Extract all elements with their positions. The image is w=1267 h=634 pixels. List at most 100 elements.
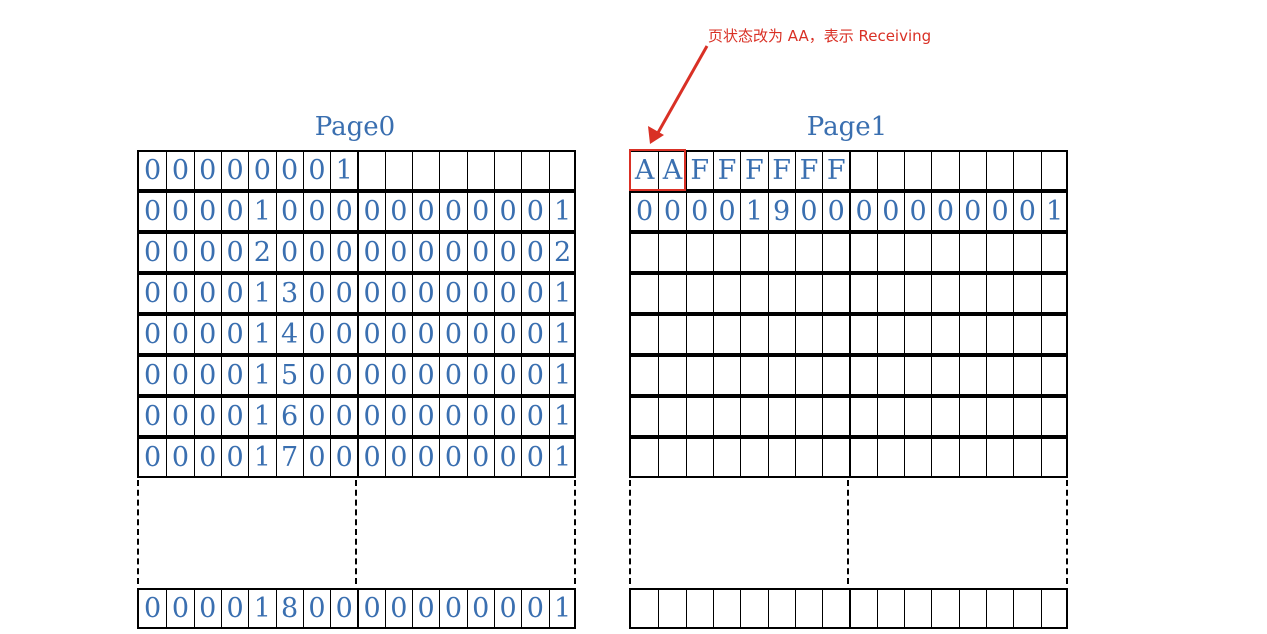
memory-cell: 0: [357, 398, 384, 435]
memory-cell: [904, 275, 931, 312]
memory-cell: 0: [412, 275, 439, 312]
memory-cell: [740, 275, 767, 312]
memory-cell: [958, 234, 986, 271]
memory-cell: [767, 275, 795, 312]
memory-cell: 1: [548, 590, 576, 627]
memory-cell: 0: [220, 590, 248, 627]
memory-cell: 1: [548, 275, 576, 312]
memory-cell: 0: [166, 439, 193, 476]
memory-cell: A: [658, 152, 685, 189]
memory-cell: 0: [384, 316, 412, 353]
memory-cell: [712, 398, 740, 435]
memory-cell: 1: [248, 590, 275, 627]
memory-cell: 0: [302, 316, 330, 353]
memory-cell: [384, 152, 412, 189]
memory-cell: [740, 398, 767, 435]
memory-cell: [658, 357, 685, 394]
memory-cell: [412, 152, 439, 189]
memory-cell: [521, 152, 548, 189]
memory-cell: 0: [384, 590, 412, 627]
memory-cell: [904, 590, 931, 627]
memory-cell: 1: [248, 357, 275, 394]
memory-cell: 0: [521, 590, 548, 627]
memory-cell: [794, 275, 822, 312]
memory-cell: F: [712, 152, 740, 189]
memory-cell: 0: [849, 193, 876, 230]
memory-cell: [1040, 439, 1068, 476]
memory-cell: 0: [357, 357, 384, 394]
memory-cell: 0: [384, 439, 412, 476]
memory-cell: 0: [144, 401, 162, 432]
memory-cell: [658, 234, 685, 271]
memory-cell: 0: [302, 590, 330, 627]
memory-cell: [548, 152, 576, 189]
memory-cell: [958, 316, 986, 353]
memory-cell: 0: [439, 357, 466, 394]
memory-cell: 1: [248, 439, 275, 476]
memory-cell: 0: [144, 278, 162, 309]
memory-cell: [1040, 152, 1068, 189]
memory-cell: [1040, 398, 1068, 435]
memory-cell: [712, 234, 740, 271]
memory-cell: 0: [330, 193, 357, 230]
memory-cell: [631, 316, 658, 353]
memory-cell: 0: [220, 193, 248, 230]
memory-cell: 0: [302, 193, 330, 230]
memory-cell: [767, 234, 795, 271]
memory-cell: 0: [439, 590, 466, 627]
memory-cell: [685, 275, 713, 312]
memory-cell: [740, 439, 767, 476]
memory-cell: 0: [330, 439, 357, 476]
memory-cell: [931, 439, 958, 476]
memory-cell: [822, 439, 849, 476]
memory-cell: A: [634, 155, 655, 186]
memory-cell: 1: [740, 193, 767, 230]
memory-cell: [1013, 357, 1040, 394]
memory-cell: [658, 316, 685, 353]
memory-cell: [685, 439, 713, 476]
memory-cell: [904, 152, 931, 189]
memory-cell: 0: [193, 152, 221, 189]
memory-cell: 0: [302, 357, 330, 394]
memory-cell: 1: [248, 398, 275, 435]
memory-cell: [904, 398, 931, 435]
memory-cell: 0: [985, 193, 1013, 230]
memory-cell: 0: [330, 590, 357, 627]
memory-cell: [439, 152, 466, 189]
memory-cell: 0: [466, 357, 494, 394]
gap-dashed-line: [629, 480, 631, 584]
memory-cell: F: [822, 152, 849, 189]
memory-cell: [822, 275, 849, 312]
memory-cell: 0: [193, 398, 221, 435]
memory-cell: [685, 590, 713, 627]
memory-cell: 0: [904, 193, 931, 230]
memory-cell: 0: [220, 275, 248, 312]
memory-cell: [794, 316, 822, 353]
memory-cell: 0: [330, 398, 357, 435]
memory-cell: 0: [193, 234, 221, 271]
memory-cell: [1013, 234, 1040, 271]
memory-cell: [631, 275, 658, 312]
memory-cell: [876, 357, 904, 394]
memory-cell: 0: [357, 439, 384, 476]
memory-cell: 0: [493, 357, 521, 394]
memory-cell: [712, 316, 740, 353]
memory-cell: 0: [521, 275, 548, 312]
memory-cell: 0: [521, 439, 548, 476]
memory-cell: 0: [166, 357, 193, 394]
memory-cell: F: [740, 152, 767, 189]
memory-cell: [712, 439, 740, 476]
memory-cell: [958, 398, 986, 435]
memory-cell: 3: [275, 275, 303, 312]
memory-cell: 0: [193, 316, 221, 353]
memory-cell: 0: [685, 193, 713, 230]
memory-cell: F: [794, 152, 822, 189]
memory-cell: 0: [193, 439, 221, 476]
memory-cell: 0: [193, 357, 221, 394]
memory-cell: [985, 439, 1013, 476]
memory-cell: [740, 316, 767, 353]
memory-cell: [876, 152, 904, 189]
memory-cell: [794, 439, 822, 476]
memory-cell: 0: [357, 193, 384, 230]
